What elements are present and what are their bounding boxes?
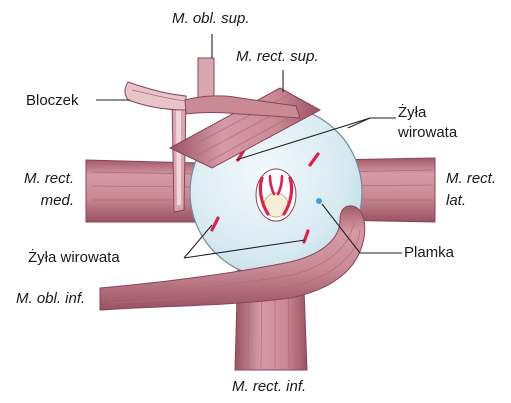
label-trochlea: Bloczek [26,92,79,110]
optic-nerve [256,169,296,221]
label-inferior-oblique: M. obl. inf. [16,290,85,308]
trochlea [125,82,186,110]
label-inferior-rectus: M. rect. inf. [232,378,306,396]
label-lateral-rectus-line2: lat. [446,192,466,210]
label-superior-oblique: M. obl. sup. [172,10,250,28]
label-vortex-vein-top-line1: Żyła [398,104,426,122]
macula [316,198,322,204]
label-macula: Plamka [404,244,454,262]
label-vortex-vein-top-line2: wirowata [398,124,457,142]
label-superior-rectus: M. rect. sup. [236,48,319,66]
label-medial-rectus-line2: med. [10,192,74,210]
label-lateral-rectus-line1: M. rect. [446,170,496,188]
label-vortex-vein-bottom: Żyła wirowata [28,249,120,267]
label-medial-rectus-line1: M. rect. [10,170,74,188]
